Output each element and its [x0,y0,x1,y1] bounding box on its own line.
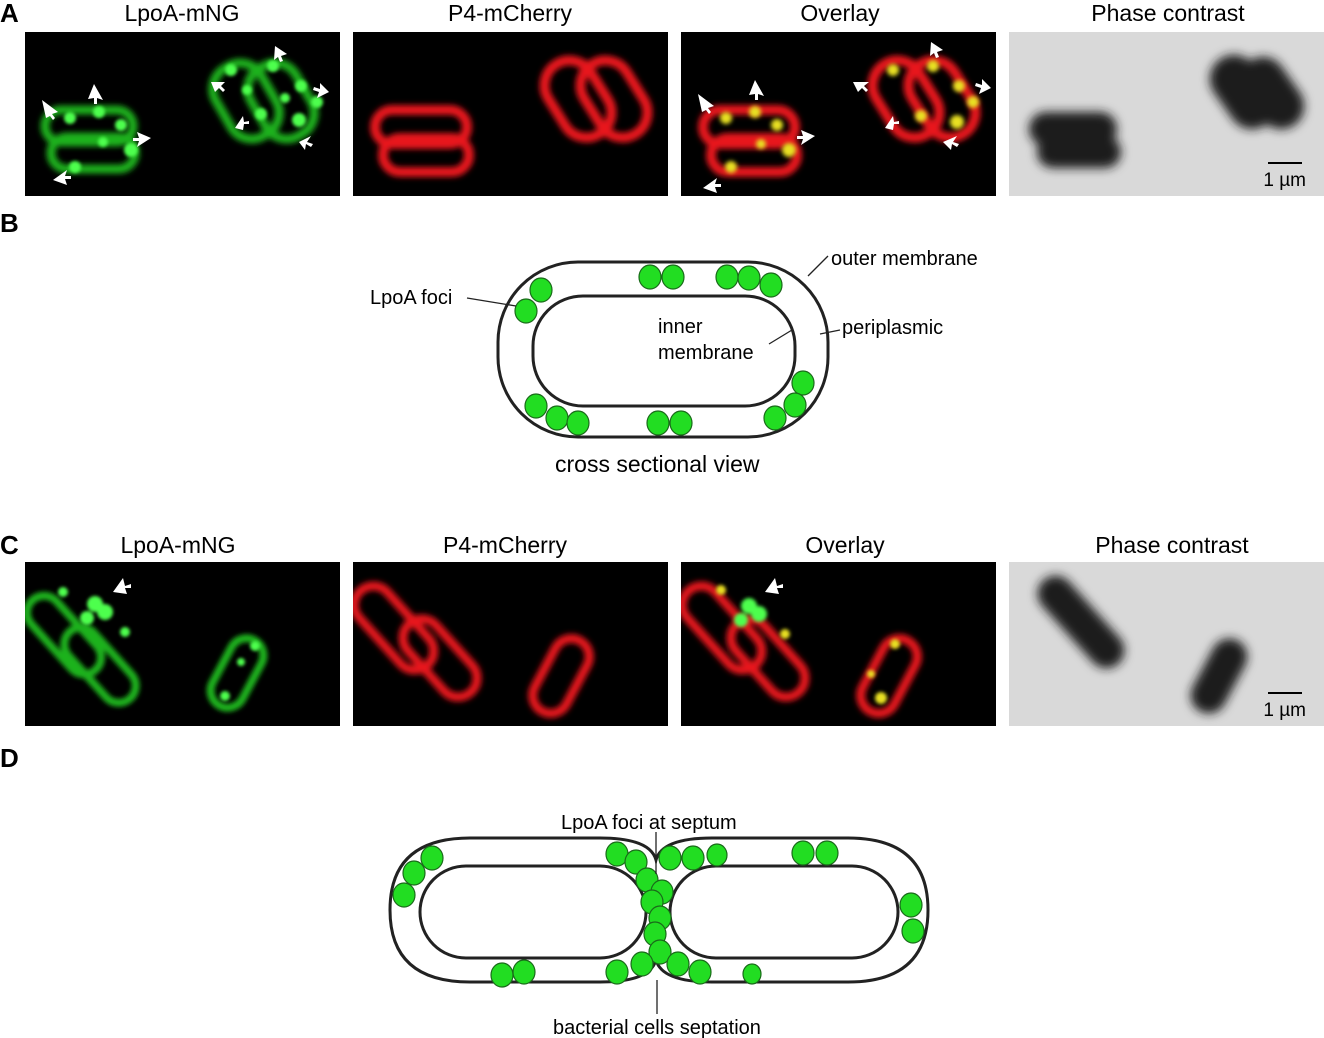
label-membrane: membrane [658,342,754,364]
panel-c-red-image [353,562,668,726]
panel-a-overlay-image [681,32,996,196]
panel-c-title-phase: Phase contrast [1095,532,1249,558]
panel-a-title-overlay: Overlay [800,0,880,26]
panel-a-title-phase: Phase contrast [1091,0,1245,26]
arrow-icon [698,42,991,193]
panel-a-phase-image: 1 µm [1009,32,1324,196]
panel-c-title-red: P4-mCherry [443,532,567,558]
panel-letter-c: C [0,530,19,560]
label-lpoa-foci: LpoA foci [370,287,452,309]
scale-bar-label: 1 µm [1263,700,1306,721]
scale-bar-label: 1 µm [1263,170,1306,191]
label-inner: inner [658,316,703,338]
panel-letter-a: A [0,0,19,28]
scale-bar: 1 µm [1263,162,1306,192]
cell-cross-section-diagram: outer membrane LpoA foci inner membrane … [370,248,978,477]
arrow-icon [113,578,131,594]
cell-septation-diagram: LpoA foci at septum bacterial cells sept… [388,812,930,1038]
lpoa-foci-group [514,264,815,436]
inner-membrane-right [668,864,900,960]
arrow-icon [42,46,329,185]
panel-letter-d: D [0,743,19,773]
panel-a-red-image [353,32,668,196]
panel-c-title-green: LpoA-mNG [120,532,236,558]
inner-membrane-left [418,864,648,960]
label-outer-membrane: outer membrane [831,248,978,270]
lpoa-foci-group [392,840,925,988]
inner-membrane-shape [531,294,797,408]
panel-c-phase-image: 1 µm [1009,562,1324,726]
label-foci-at-septum: LpoA foci at septum [561,812,737,834]
panel-c-title-overlay: Overlay [805,532,885,558]
arrow-icon [765,578,783,594]
panel-letter-b: B [0,208,19,238]
panel-a-title-red: P4-mCherry [448,0,572,26]
panel-c-green-image [25,562,340,726]
panel-a-title-green: LpoA-mNG [124,0,240,26]
label-bacterial-cells-septation: bacterial cells septation [553,1017,761,1038]
panel-a-green-image [25,32,340,196]
panel-c-overlay-image [681,562,996,726]
label-periplasmic: periplasmic [842,317,943,339]
scale-bar: 1 µm [1263,692,1306,722]
caption-cross-sectional-view: cross sectional view [555,451,760,477]
